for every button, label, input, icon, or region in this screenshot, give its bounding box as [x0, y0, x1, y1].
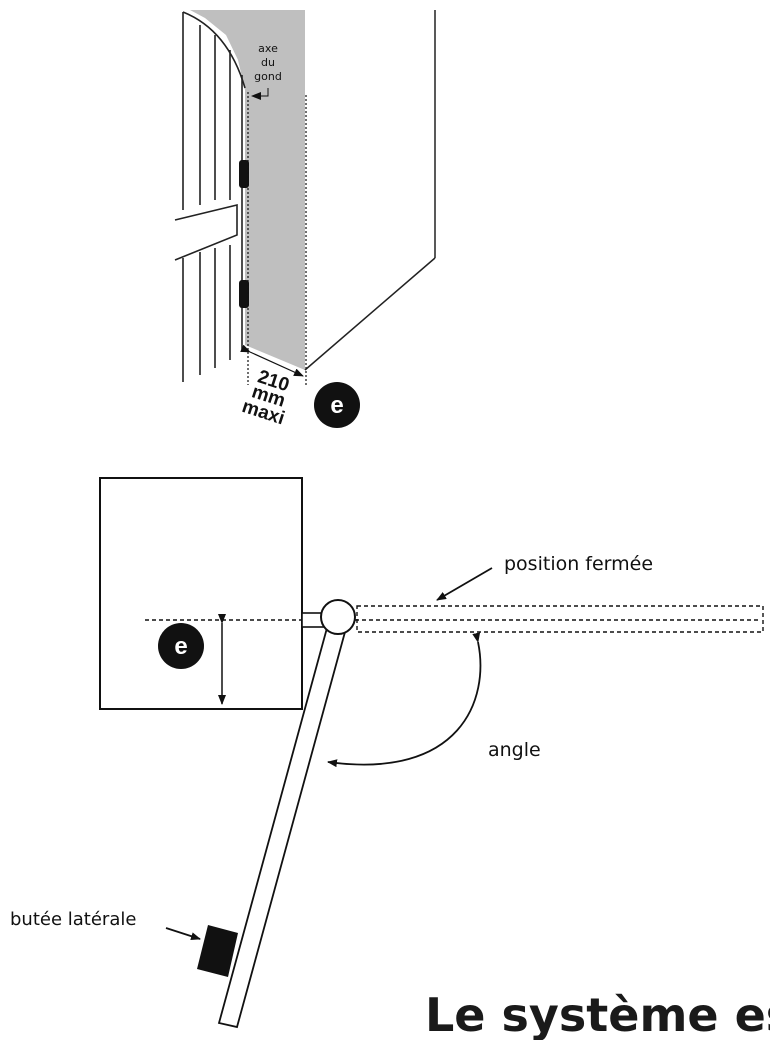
- angle-label: angle: [488, 739, 541, 761]
- pillar-bottom-edge: [304, 257, 436, 371]
- plan-view: e position fermée angle butée latérale: [10, 477, 764, 1029]
- gate-closed-position: [356, 605, 764, 633]
- closed-position-label: position fermée: [504, 553, 653, 575]
- gate-planks: [182, 11, 246, 382]
- pillar-box: [99, 477, 303, 710]
- hinge-axis-pointer: [251, 88, 269, 100]
- gate-brace: [174, 203, 238, 261]
- closed-position-arrow: [436, 567, 493, 601]
- hinge-pivot: [320, 599, 356, 635]
- dimension-arrow: [240, 344, 304, 377]
- hinge-axis-label-line2: du: [261, 56, 275, 69]
- dimension-label: 210 mm maxi: [239, 366, 291, 429]
- upper-hinge: [239, 160, 249, 188]
- marker-e-top: [314, 382, 360, 428]
- side-stop: [197, 925, 238, 977]
- side-stop-arrow: [165, 927, 201, 941]
- marker-e-bottom-label: e: [174, 633, 187, 660]
- angle-arc: [327, 632, 482, 768]
- lower-hinge: [239, 280, 249, 308]
- pillar-hinge-view: axe du gond 210 mm maxi e: [174, 10, 436, 429]
- marker-e-top-label: e: [330, 392, 343, 419]
- section-heading: Le système es: [425, 990, 770, 1040]
- side-stop-label: butée latérale: [10, 909, 136, 930]
- hinge-axis-label-line1: axe: [258, 42, 278, 55]
- marker-e-bottom: [158, 623, 204, 669]
- hinge-axis-label-line3: gond: [254, 70, 282, 83]
